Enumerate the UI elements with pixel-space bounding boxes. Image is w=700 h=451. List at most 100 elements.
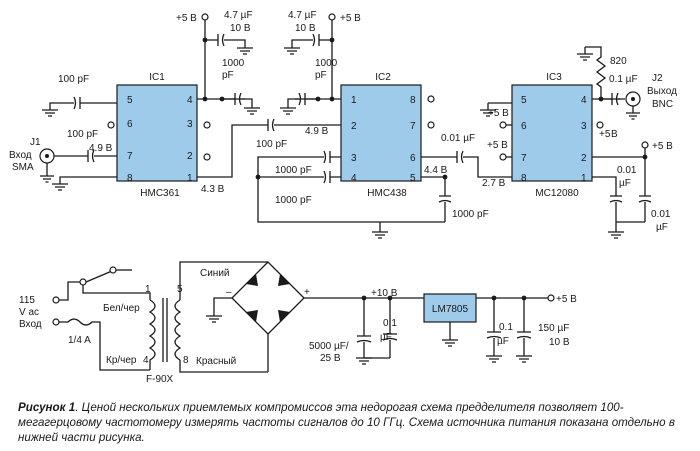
ic3-pin-2: 2 [581,153,587,164]
fuse-label: 1/4 A [68,335,91,346]
ic3-pin-6: 6 [521,121,527,132]
ic3-ground-icon [608,221,645,239]
wire-red-black: Кр/чер [106,355,137,366]
input-cap-label-2: µF [380,332,392,343]
ic2-decouple-1000pf-icon [280,92,318,115]
ic3-decouple-001uf-icon [638,157,652,222]
ic2-pin8-nc [427,95,435,103]
ic2-out-voltage: 4.4 В [424,165,448,176]
bridge-ground-icon [206,297,232,323]
mains-terminal-2 [52,318,60,326]
figure-caption: Рисунок 1. Ценой нескольких приемлемых к… [18,400,686,445]
ic1-input-cap-label: 100 pF [67,129,98,140]
ic3-pin3-vcc-unit: В [611,129,618,140]
ic3-pin-7: 7 [521,153,527,164]
ic3-vcc-label: +5 В [652,141,673,152]
ic3-pin1-cap-icon [592,176,623,222]
ic2-pin4-cap-label: 1000 pF [275,195,312,206]
bulk-cap-label-2: 25 В [320,353,341,364]
caption-prefix: Рисунок 1 [18,401,76,414]
ic2-pin7-nc [427,121,435,129]
ic1-pin7-voltage: 4.9 В [89,143,113,154]
ic1-pin-5: 5 [127,95,133,106]
ic2-vcc-terminal [328,13,336,21]
ic1-ic2-coupling-cap-icon [197,118,341,178]
wire-blue: Синий [200,268,230,279]
ic1-pin-6: 6 [127,119,133,130]
ic3-out-cap-icon [601,92,625,106]
ic2-decouple-47uf-icon [284,33,332,55]
bulk-cap-label-1: 5000 µF/ [309,341,349,352]
mains-label-3: Вход [19,319,42,330]
bridge-rectifier-icon [231,261,305,335]
ic3-pin5-ground-icon [480,102,512,117]
output-bulk-cap-icon [516,298,532,363]
ic1-pin-8: 8 [127,173,133,184]
ic3-in-voltage: 2.7 В [482,178,506,189]
ic3-pin7-terminal [499,153,507,161]
bridge-minus: – [226,287,232,298]
ic3-decouple-label-1: 0.01 [651,209,671,220]
ic3-pin1-cap-label-2: µF [619,178,631,189]
j2-label-1: Выход [647,86,677,97]
input-decouple-cap-icon [364,298,398,359]
ic2-1000pf-label-1: 1000 [315,58,338,69]
ic3-decouple-label-2: µF [656,222,668,233]
power-supply: 115 V ac Вход 1 1/4 A Бел/чер Кр/чер 4 5… [19,261,577,385]
ic2-pin4-cap-icon [258,170,341,184]
ic1-pin-3: 3 [187,119,193,130]
fuse-icon [59,318,150,371]
j1-sma-input: J1 Вход SMA [9,137,80,183]
bulk-cap-icon [356,298,372,365]
ic1-body [116,84,198,182]
out-5v-label: +5 В [556,294,577,305]
ic3-body [511,84,593,182]
out-5v-terminal [547,294,555,302]
ic1-decouple-47uf-icon [205,33,253,55]
ic1-pin-1: 1 [187,173,193,184]
ic1-1000pf-label-2: pF [222,70,234,81]
ic2-pin-5: 5 [410,173,416,184]
transformer-label: F-90X [146,374,174,385]
ic2-pin-4: 4 [351,173,357,184]
power-switch-icon [85,270,113,283]
ic2-part: HMC438 [367,188,407,199]
ic1-input-cap-icon [80,149,117,163]
output-cap-label-2: µF [497,336,509,347]
j2-ref: J2 [652,73,663,84]
mains-terminal-1 [52,296,60,304]
ic1-pin5-cap-label: 100 pF [58,74,89,85]
input-cap-label-1: 0.1 [383,318,397,329]
ic1-pin2-nc [203,153,211,161]
ic3-vcc-terminal [641,141,649,149]
j1-ref: J1 [30,137,41,148]
ic1: IC1 HMC361 5 6 7 8 4 3 2 1 [116,72,198,199]
ic2-pin-8: 8 [410,95,416,106]
caption-text: . Ценой нескольких приемлемых компромисс… [18,401,675,444]
ic2-pin-6: 6 [410,153,416,164]
ic2-ic3-coupling-cap-icon [421,150,512,178]
wire-red: Красный [196,356,236,367]
ic1-pin5-cap-icon [42,96,117,117]
ic2-decouple-10v-label: 10 В [295,23,316,34]
ic2-vcc-label: +5 В [340,13,361,24]
tr-pin4: 4 [143,355,149,366]
ic3-pin-5: 5 [521,95,527,106]
ic2-body [340,84,422,182]
ic1-1000pf-label-1: 1000 [222,58,245,69]
ic1-pin-2: 2 [187,151,193,162]
ic3-part: MC12080 [535,188,579,199]
transformer-secondary-icon [174,299,182,361]
ic1-part: HMC361 [140,188,180,199]
ic3-pin3-vcc-label: +5 [599,129,611,140]
ic2-in-voltage: 4.9 В [305,126,329,137]
ic3-pin-4: 4 [581,95,587,106]
ic2-pin-3: 3 [351,153,357,164]
output-bulk-label-2: 10 В [549,337,570,348]
ic2-ic3-cap-label: 0.01 µF [441,133,475,144]
ic2-decouple-47uf-label: 4.7 µF [288,10,317,21]
ic3-out-cap-label: 0.1 µF [609,74,638,85]
ic1-vcc-terminal [201,13,209,21]
ic2-pin-7: 7 [410,121,416,132]
ic3-resistor-label: 820 [610,56,627,67]
